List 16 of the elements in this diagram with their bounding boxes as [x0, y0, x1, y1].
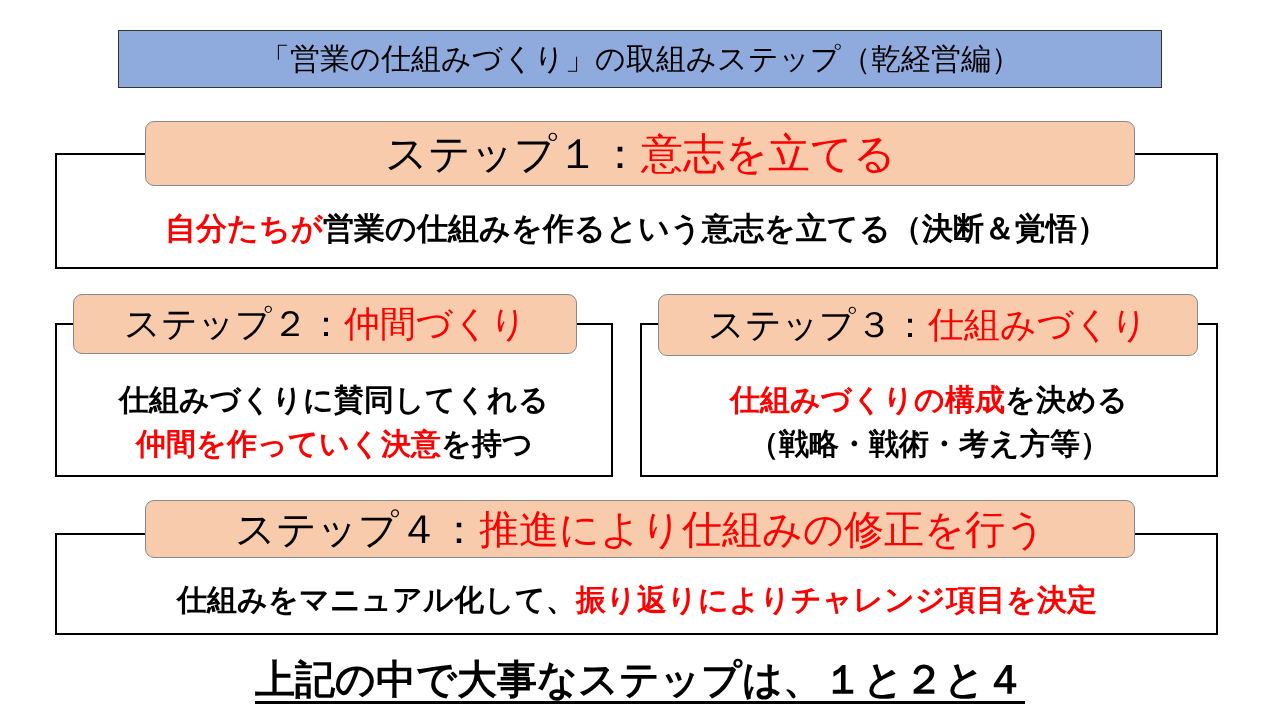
step-card: [55, 294, 613, 477]
step-heading: ステップ４：推進により仕組みの修正を行う: [145, 500, 1135, 558]
step-description: （戦略・戦術・考え方等）: [748, 424, 1110, 463]
step-heading: ステップ１：意志を立てる: [145, 121, 1135, 186]
summary-note: 上記の中で大事なステップは、１と２と４: [255, 655, 1025, 704]
step-card: [55, 121, 1218, 269]
step-description: 仕組みづくりに賛同してくれる仲間を作っていく決意を持つ: [117, 381, 550, 463]
step-card: [640, 294, 1218, 477]
title-banner: [118, 30, 1162, 88]
title-text: 「営業の仕組みづくり」の取組みステップ（乾経営編）: [259, 40, 1021, 79]
step-heading: ステップ３：仕組みづくり: [658, 294, 1198, 356]
step-description: 仕組みづくりの構成を決める: [730, 381, 1128, 419]
step-description: 仕組みをマニュアル化して、振り返りによりチャレンジ項目を決定: [176, 580, 1097, 619]
step-heading: ステップ２：仲間づくり: [73, 294, 577, 354]
step-description: 自分たちが営業の仕組みを作るという意志を立てる（決断＆覚悟）: [165, 209, 1108, 249]
step-card: [55, 500, 1218, 635]
